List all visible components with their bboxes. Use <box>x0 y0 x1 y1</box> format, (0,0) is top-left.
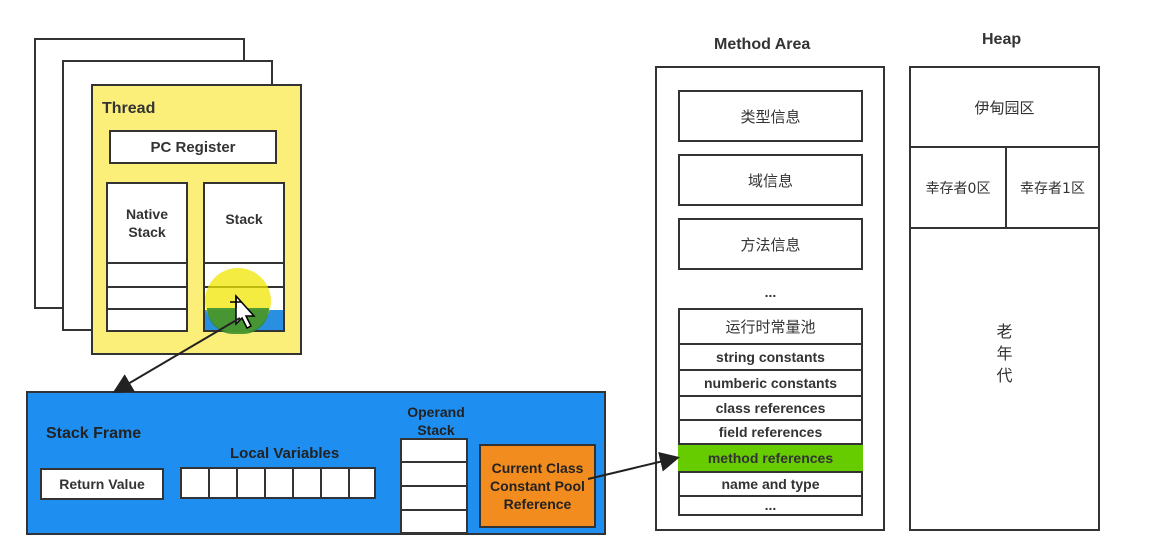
local-var-divider <box>292 467 294 499</box>
pool-row-class-references: class references <box>715 400 826 416</box>
operand-stack-divider <box>400 485 468 487</box>
local-var-divider <box>348 467 350 499</box>
method-area-title: Method Area <box>714 36 811 53</box>
field-info: 域信息 <box>678 154 863 206</box>
heap-divider <box>909 146 1100 148</box>
heap-title: Heap <box>982 31 1022 48</box>
operand-stack-divider <box>400 509 468 511</box>
local-var-divider <box>320 467 322 499</box>
pool-divider <box>678 343 863 345</box>
native-stack-label: Native Stack <box>125 206 169 240</box>
native-stack: Native Stack <box>106 182 188 332</box>
pool-row-name-and-type: name and type <box>721 476 820 492</box>
pool-divider <box>678 369 863 371</box>
local-var-divider <box>264 467 266 499</box>
native-stack-slot <box>108 286 186 288</box>
runtime-constant-pool-title: 运行时常量池 <box>725 317 816 336</box>
pool-row-numberic-constants: numberic constants <box>703 375 838 391</box>
operand-stack-label: Operand Stack <box>407 404 465 438</box>
stack-frame-title: Stack Frame <box>46 425 142 442</box>
native-stack-slot <box>108 308 186 310</box>
local-variables-label: Local Variables <box>230 445 340 462</box>
return-value: Return Value <box>40 468 164 500</box>
runtime-constant-pool <box>678 308 863 516</box>
local-var-divider <box>236 467 238 499</box>
current-class-constant-pool-reference: Current Class Constant Pool Reference <box>479 444 596 528</box>
local-variables-table <box>180 467 376 499</box>
old-generation: 老 年 代 <box>996 322 1013 385</box>
native-stack-slot <box>108 262 186 264</box>
type-info: 类型信息 <box>678 90 863 142</box>
heap-divider <box>1005 146 1007 228</box>
eden-space: 伊甸园区 <box>974 98 1035 117</box>
pool-row-ellipsis: ... <box>764 497 777 513</box>
method-area-ellipsis: ... <box>764 284 777 300</box>
heap <box>909 66 1100 531</box>
pool-row-string-constants: string constants <box>716 349 825 365</box>
method-info: 方法信息 <box>678 218 863 270</box>
local-var-divider <box>208 467 210 499</box>
pool-row-method-references: method references <box>678 445 863 471</box>
operand-stack-divider <box>400 461 468 463</box>
stack-slot <box>205 262 283 264</box>
pc-register: PC Register <box>109 130 277 164</box>
pool-divider <box>678 443 863 445</box>
thread-title: Thread <box>102 100 156 117</box>
pool-divider <box>678 471 863 473</box>
survivor-1: 幸存者1区 <box>1020 181 1085 197</box>
stack-label: Stack <box>225 211 263 227</box>
pool-row-field-references: field references <box>718 424 823 440</box>
pool-divider <box>678 419 863 421</box>
survivor-0: 幸存者0区 <box>925 181 991 197</box>
pool-divider <box>678 395 863 397</box>
pool-divider <box>678 495 863 497</box>
heap-divider <box>909 227 1100 229</box>
cursor-icon <box>230 294 256 330</box>
